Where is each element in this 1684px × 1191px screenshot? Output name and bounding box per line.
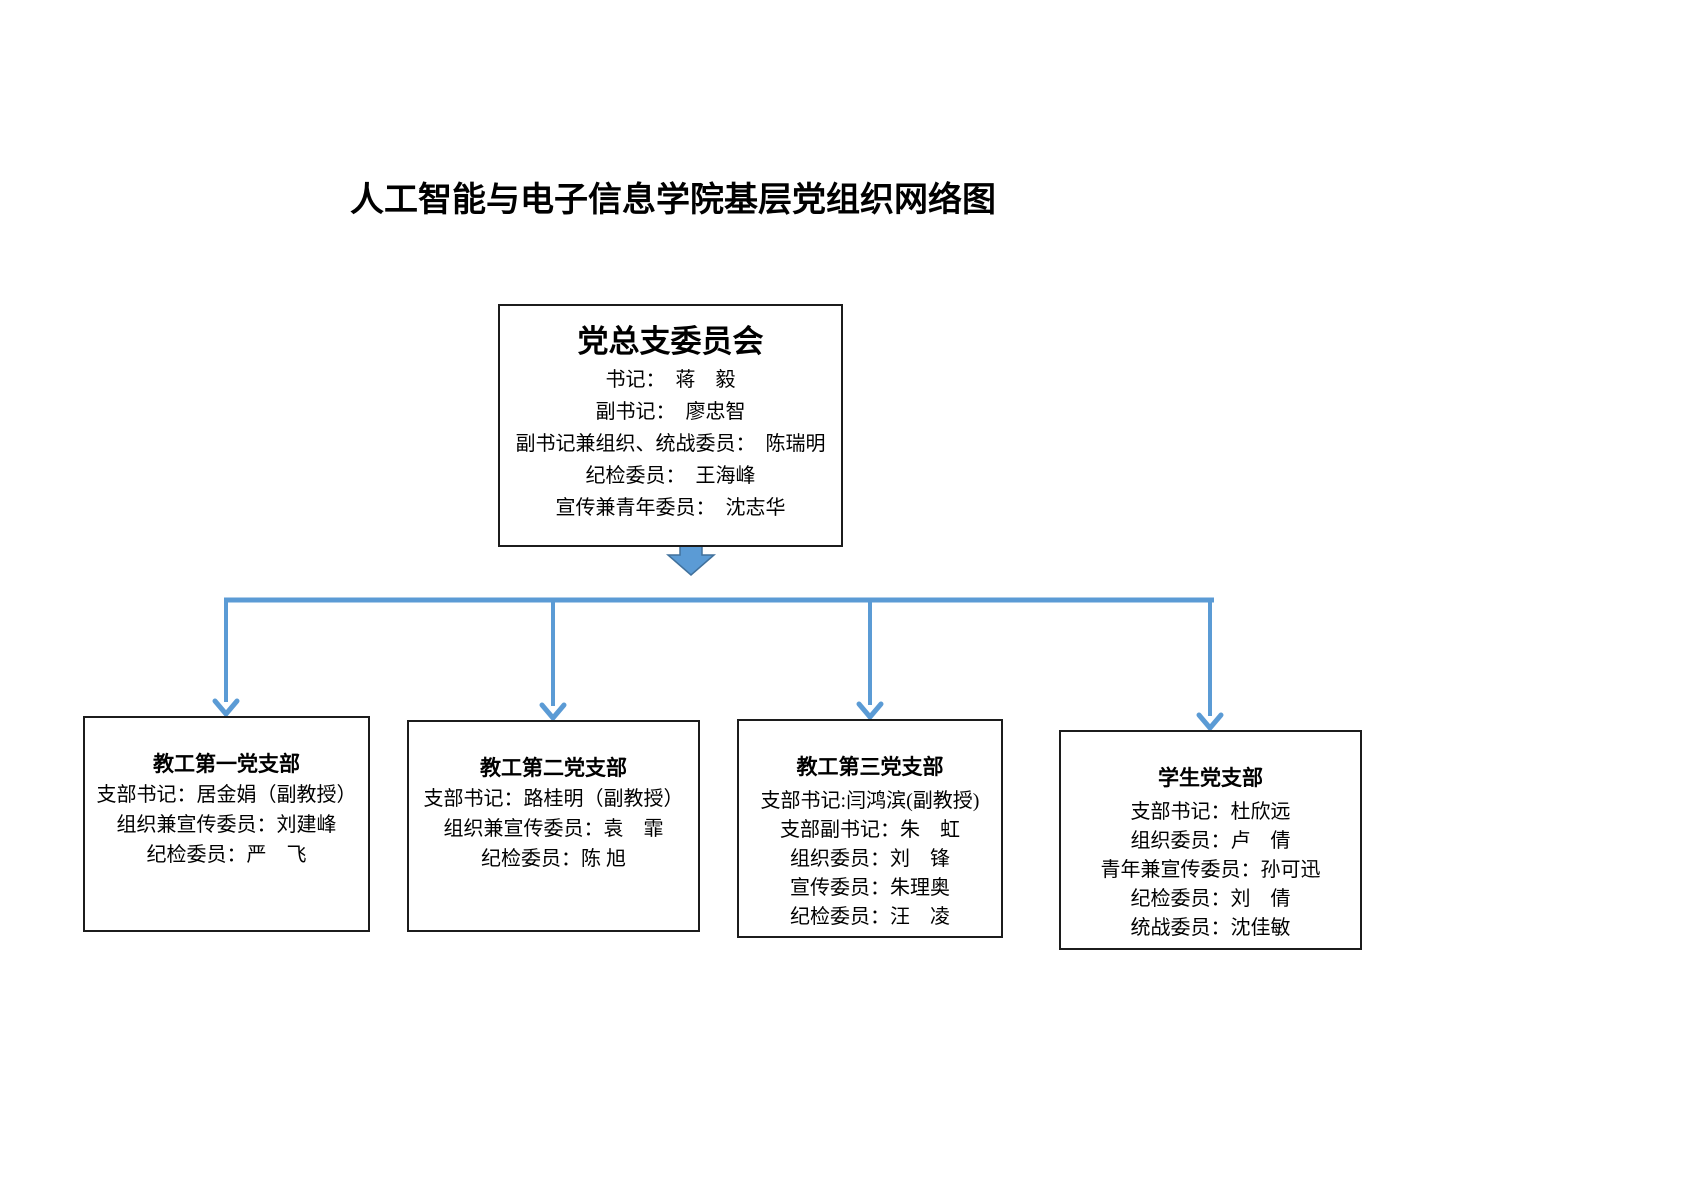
committee-member-line: 宣传兼青年委员： 沈志华 xyxy=(555,497,786,519)
branch-member-line: 纪检委员：陈 旭 xyxy=(481,848,626,870)
branch-member-line: 支部书记:闫鸿滨(副教授) xyxy=(760,790,980,812)
branch-member-list: 支部书记：杜欣远 组织委员：卢 倩 青年兼宣传委员：孙可迅 纪检委员：刘 倩 统… xyxy=(1061,798,1360,943)
arrowhead-3-icon xyxy=(856,701,884,721)
branch-box-title: 教工第三党支部 xyxy=(796,756,944,779)
branch-member-line: 宣传委员：朱理奥 xyxy=(790,877,950,899)
branch-member-line: 组织兼宣传委员：袁 霏 xyxy=(443,818,664,840)
branch-box-faculty-1: 教工第一党支部 支部书记：居金娟（副教授） 组织兼宣传委员：刘建峰 纪检委员：严… xyxy=(83,716,370,932)
branch-member-list: 支部书记：路桂明（副教授） 组织兼宣传委员：袁 霏 纪检委员：陈 旭 xyxy=(409,784,698,874)
branch-member-line: 纪检委员：汪 凌 xyxy=(790,906,950,928)
committee-member-list: 书记： 蒋 毅 副书记： 廖忠智 副书记兼组织、统战委员： 陈瑞明 纪检委员： … xyxy=(500,364,841,524)
page-title: 人工智能与电子信息学院基层党组织网络图 xyxy=(350,181,996,219)
branch-member-line: 组织委员：卢 倩 xyxy=(1130,830,1291,852)
branch-member-line: 纪检委员：刘 倩 xyxy=(1130,888,1291,910)
committee-box-title: 党总支委员会 xyxy=(577,324,764,359)
committee-member-line: 副书记兼组织、统战委员： 陈瑞明 xyxy=(515,433,826,455)
branch-box-faculty-2: 教工第二党支部 支部书记：路桂明（副教授） 组织兼宣传委员：袁 霏 纪检委员：陈… xyxy=(407,720,700,932)
branch-box-students: 学生党支部 支部书记：杜欣远 组织委员：卢 倩 青年兼宣传委员：孙可迅 纪检委员… xyxy=(1059,730,1362,950)
branch-member-line: 支部书记：杜欣远 xyxy=(1130,801,1291,823)
committee-member-line: 纪检委员： 王海峰 xyxy=(585,465,756,487)
branch-member-line: 组织委员：刘 锋 xyxy=(790,848,950,870)
branch-member-list: 支部书记:闫鸿滨(副教授) 支部副书记：朱 虹 组织委员：刘 锋 宣传委员：朱理… xyxy=(739,787,1001,932)
branch-member-line: 支部副书记：朱 虹 xyxy=(780,819,960,841)
branch-member-line: 支部书记：路桂明（副教授） xyxy=(423,788,684,810)
arrowhead-1-icon xyxy=(212,698,240,718)
branch-box-title: 教工第二党支部 xyxy=(480,757,627,780)
branch-box-faculty-3: 教工第三党支部 支部书记:闫鸿滨(副教授) 支部副书记：朱 虹 组织委员：刘 锋… xyxy=(737,719,1003,938)
branch-member-line: 支部书记：居金娟（副教授） xyxy=(96,784,357,806)
branch-member-line: 统战委员：沈佳敏 xyxy=(1130,917,1291,939)
committee-box: 党总支委员会 书记： 蒋 毅 副书记： 廖忠智 副书记兼组织、统战委员： 陈瑞明… xyxy=(498,304,843,547)
committee-member-line: 书记： 蒋 毅 xyxy=(605,369,736,391)
branch-box-title: 学生党支部 xyxy=(1158,767,1263,790)
branch-member-list: 支部书记：居金娟（副教授） 组织兼宣传委员：刘建峰 纪检委员：严 飞 xyxy=(85,780,368,870)
branch-member-line: 组织兼宣传委员：刘建峰 xyxy=(116,814,337,836)
arrowhead-2-icon xyxy=(539,702,567,722)
committee-member-line: 副书记： 廖忠智 xyxy=(595,401,746,423)
branch-member-line: 纪检委员：严 飞 xyxy=(146,844,307,866)
branch-member-line: 青年兼宣传委员：孙可迅 xyxy=(1100,859,1321,881)
branch-box-title: 教工第一党支部 xyxy=(153,753,300,776)
arrowhead-4-icon xyxy=(1196,712,1224,732)
